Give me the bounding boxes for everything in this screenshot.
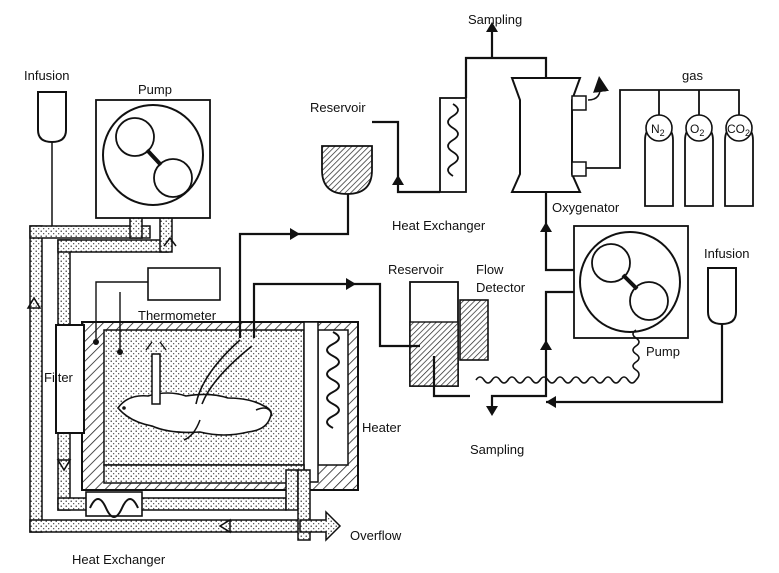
heat-exchanger-bottom: [85, 491, 143, 518]
label-heat-exchanger-top: Heat Exchanger: [392, 218, 486, 233]
label-reservoir-mid: Reservoir: [388, 262, 444, 277]
label-heat-exchanger-bottom: Heat Exchanger: [72, 552, 166, 567]
infusion-bottle-right: [707, 267, 737, 326]
overflow-arrow: [299, 510, 342, 542]
heater-coil: [326, 331, 340, 429]
label-sampling-top: Sampling: [468, 12, 522, 27]
pipework: [238, 30, 724, 410]
label-gas-co2: CO2: [727, 122, 750, 138]
heat-exchanger-top: [439, 97, 467, 193]
coil-tubing: [475, 376, 637, 384]
label-flow-detector-1: Flow: [476, 262, 504, 277]
flow-arrows: [26, 22, 556, 534]
label-filter: Filter: [44, 370, 74, 385]
label-pump-left: Pump: [138, 82, 172, 97]
flow-detector: [459, 299, 489, 361]
label-heater: Heater: [362, 420, 402, 435]
rat-figure: [116, 339, 273, 441]
right-pump: [573, 225, 689, 339]
label-infusion-left: Infusion: [24, 68, 70, 83]
label-gas-n2: N2: [651, 122, 665, 138]
infusion-bottle-left: [37, 91, 67, 144]
label-overflow: Overflow: [350, 528, 402, 543]
label-infusion-right: Infusion: [704, 246, 750, 261]
label-flow-detector-2: Detector: [476, 280, 526, 295]
perfusion-bath: [81, 321, 359, 491]
label-gas: gas: [682, 68, 703, 83]
label-thermometer: Thermometer: [138, 308, 217, 323]
label-gas-o2: O2: [690, 122, 704, 138]
filter: [55, 324, 85, 434]
label-oxygenator: Oxygenator: [552, 200, 620, 215]
thermometer: [147, 267, 221, 301]
left-pump: [95, 99, 211, 219]
label-reservoir-top: Reservoir: [310, 100, 366, 115]
label-pump-right: Pump: [646, 344, 680, 359]
label-sampling-bottom: Sampling: [470, 442, 524, 457]
reservoir-top: [321, 145, 373, 195]
gas-cylinders: [644, 114, 754, 207]
oxygenator: [510, 77, 587, 193]
